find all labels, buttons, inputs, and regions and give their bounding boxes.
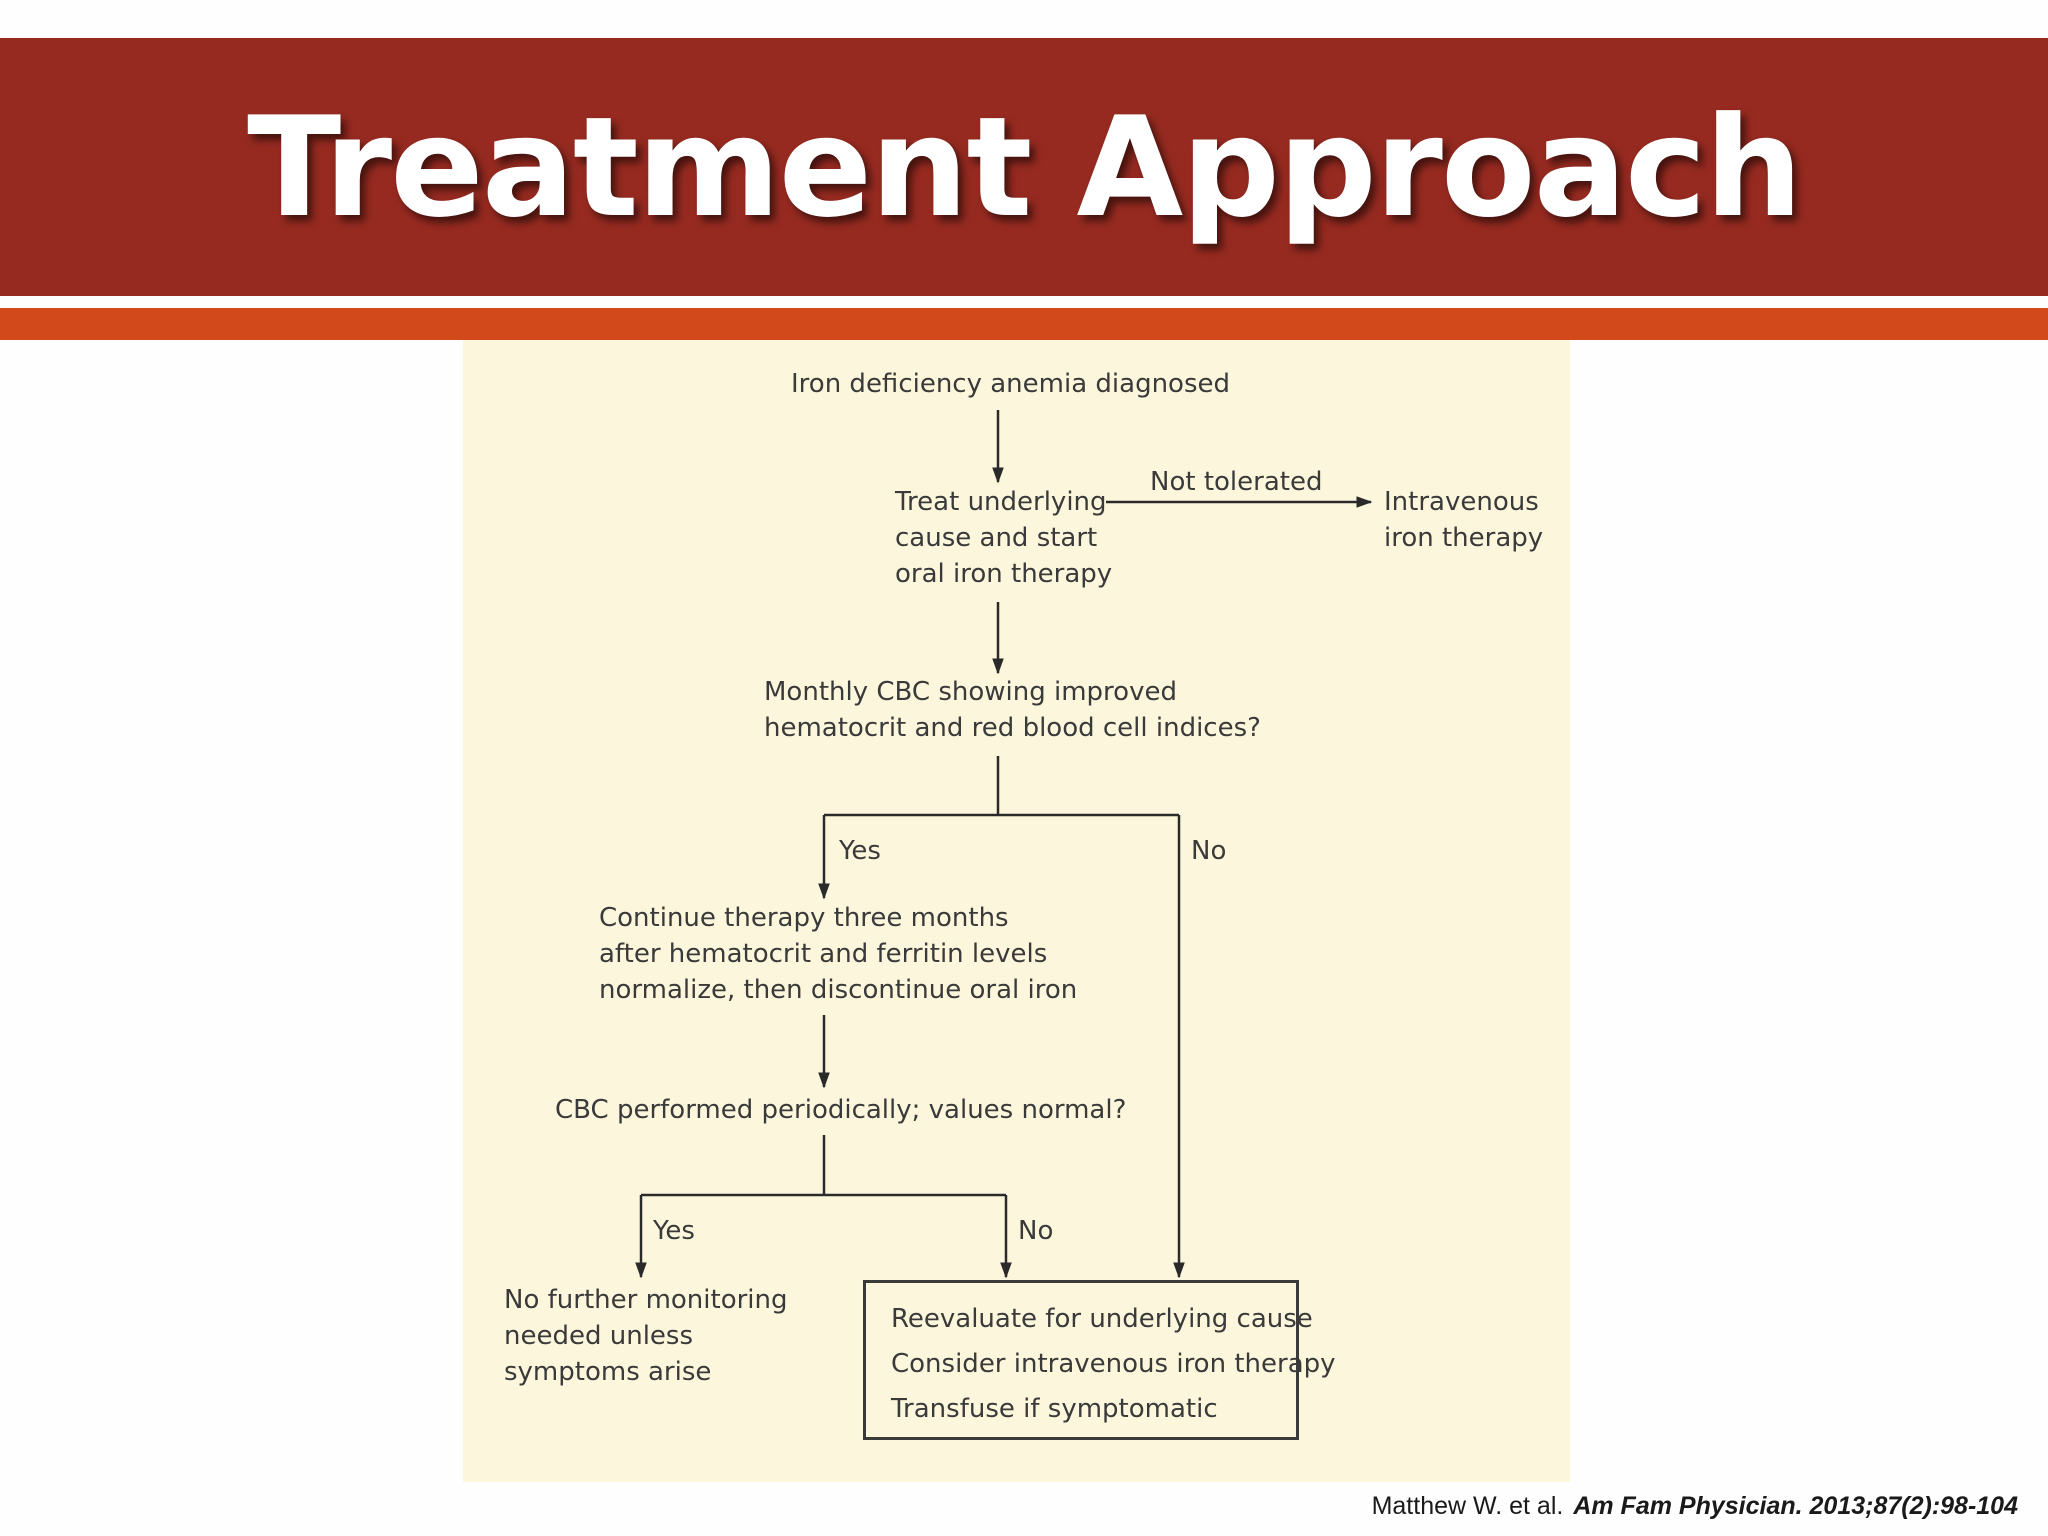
edge-label-no-1: No: [1191, 836, 1227, 866]
node-iv-line-2: iron therapy: [1384, 523, 1544, 553]
citation-journal: Am Fam Physician. 2013;87(2):98-104: [1573, 1492, 2018, 1520]
citation-authors: Matthew W. et al.: [1371, 1492, 1564, 1520]
node-continue-line-1: Continue therapy three months: [599, 903, 1009, 933]
node-monthly-line-2: hematocrit and red blood cell indices?: [764, 713, 1261, 743]
node-monthly-line-1: Monthly CBC showing improved: [764, 677, 1177, 707]
title-band: Treatment Approach: [0, 38, 2048, 296]
node-no-monitoring-line-1: No further monitoring: [504, 1285, 788, 1315]
reevaluate-line-2: Consider intravenous iron therapy: [891, 1349, 1336, 1379]
node-treat-line-3: oral iron therapy: [895, 559, 1113, 589]
citation: Matthew W. et al. Am Fam Physician. 2013;…: [1372, 1492, 2018, 1521]
node-continue-line-3: normalize, then discontinue oral iron: [599, 975, 1078, 1005]
reevaluate-line-1: Reevaluate for underlying cause: [891, 1304, 1313, 1334]
edge-label-yes-2: Yes: [653, 1216, 695, 1246]
node-treat-line-2: cause and start: [895, 523, 1098, 553]
node-reevaluate-box: Reevaluate for underlying cause Consider…: [863, 1280, 1336, 1440]
flowchart-figure: Iron deficiency anemia diagnosed Treat u…: [463, 340, 1570, 1482]
node-diagnosed: Iron deficiency anemia diagnosed: [791, 369, 1231, 399]
node-no-monitoring-line-3: symptoms arise: [504, 1357, 712, 1387]
accent-bar: [0, 308, 2048, 340]
edge-label-not-tolerated: Not tolerated: [1150, 467, 1323, 497]
edge-label-yes-1: Yes: [839, 836, 881, 866]
node-continue-line-2: after hematocrit and ferritin levels: [599, 939, 1048, 969]
reevaluate-line-3: Transfuse if symptomatic: [891, 1394, 1218, 1424]
node-monthly-cbc: Monthly CBC showing improved hematocrit …: [764, 674, 1261, 746]
node-no-further-monitoring: No further monitoring needed unless symp…: [504, 1282, 788, 1390]
node-treat-line-1: Treat underlying: [895, 487, 1107, 517]
node-iv-line-1: Intravenous: [1384, 487, 1539, 517]
node-no-monitoring-line-2: needed unless: [504, 1321, 694, 1351]
flowchart-connectors: [635, 410, 1373, 1279]
node-treat-underlying: Treat underlying cause and start oral ir…: [895, 484, 1112, 592]
edge-label-no-2: No: [1018, 1216, 1054, 1246]
node-periodic-cbc: CBC performed periodically; values norma…: [555, 1095, 1127, 1125]
slide-title: Treatment Approach: [247, 86, 1803, 248]
node-continue-therapy: Continue therapy three months after hema…: [599, 900, 1077, 1008]
node-iv-therapy: Intravenous iron therapy: [1384, 484, 1543, 556]
